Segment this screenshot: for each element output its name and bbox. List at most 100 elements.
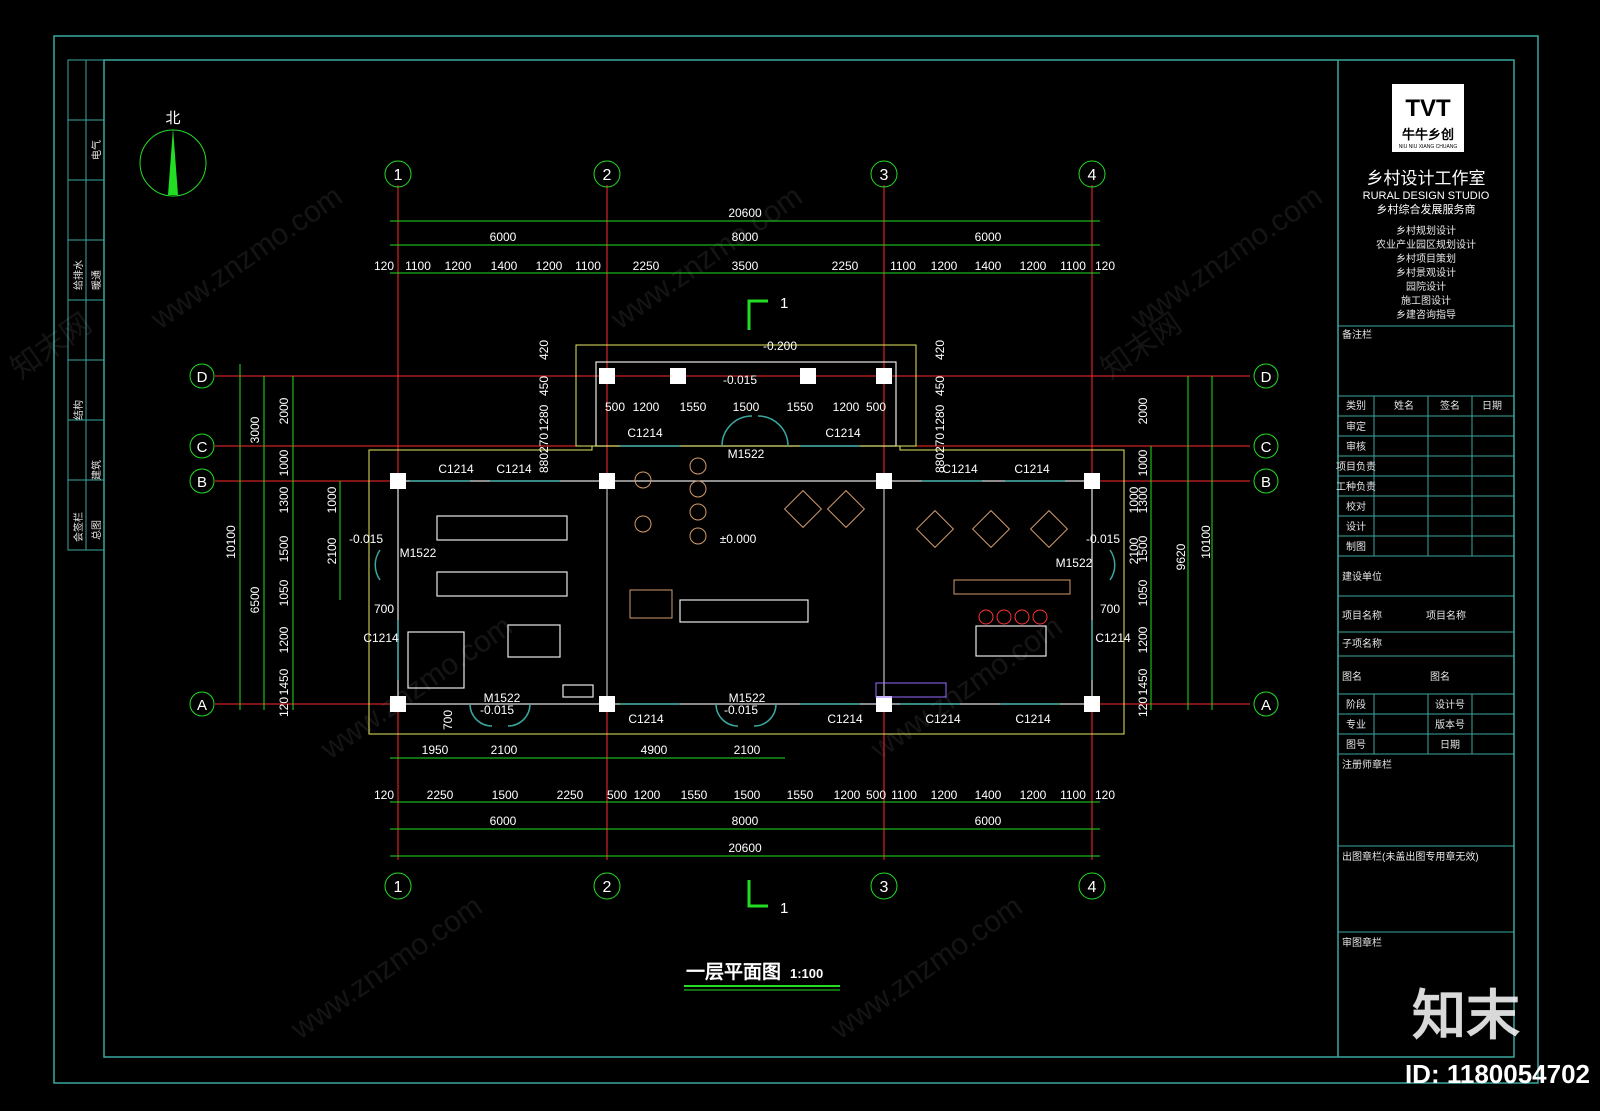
sign-header-2: 签名 bbox=[1440, 399, 1460, 412]
columns bbox=[390, 368, 1100, 712]
door-label-0: M1522 bbox=[728, 447, 765, 461]
strip-label-3: 建筑 bbox=[90, 460, 103, 480]
dim-right-in-4: 1050 bbox=[1136, 579, 1150, 606]
studio-name-en: RURAL DESIGN STUDIO bbox=[1363, 190, 1490, 202]
dim-right-door-0: 1000 bbox=[1127, 486, 1141, 513]
dim-right-in-3: 1500 bbox=[1136, 535, 1150, 562]
dim-top-d10: 1200 bbox=[931, 259, 958, 273]
dim-left-mid-0: 3000 bbox=[248, 416, 262, 443]
strip-label-5: 暖通 bbox=[90, 270, 103, 290]
axis-A-right: A bbox=[1261, 697, 1271, 714]
porch-dim-r-0: 420 bbox=[933, 340, 947, 360]
studio-tagline: 乡村综合发展服务商 bbox=[1377, 202, 1476, 216]
window-label-1: C1214 bbox=[496, 462, 532, 476]
dim-bot-open-0: 1950 bbox=[422, 743, 449, 757]
notes-label: 备注栏 bbox=[1342, 328, 1372, 341]
logo-sub: NIU NIU XIANG CHUANG bbox=[1399, 144, 1458, 150]
dim-left-in-2: 1300 bbox=[277, 486, 291, 513]
design-no-label: 设计号 bbox=[1435, 698, 1465, 711]
image-id: ID: 1180054702 bbox=[1405, 1059, 1590, 1089]
axis-C-right: C bbox=[1261, 439, 1272, 456]
door-label-1: M1522 bbox=[400, 546, 437, 560]
window-label-0: C1214 bbox=[438, 462, 474, 476]
watermark-7: 知末网 bbox=[5, 307, 98, 386]
dim-bot-d15: 1100 bbox=[1060, 788, 1086, 802]
sign-header-1: 姓名 bbox=[1394, 399, 1414, 412]
role-4: 校对 bbox=[1346, 500, 1366, 513]
axis-1-top: 1 bbox=[394, 167, 403, 184]
axis-C-left: C bbox=[197, 439, 208, 456]
strip-label-4: 给排水 bbox=[72, 260, 85, 290]
drawing-name-value: 图名 bbox=[1430, 670, 1450, 683]
dim-bot-total: 20600 bbox=[728, 841, 762, 855]
dim-bot-d0: 120 bbox=[374, 788, 394, 802]
dim-top-d7: 3500 bbox=[732, 259, 759, 273]
dim-left-mid-1: 6500 bbox=[248, 586, 262, 613]
dim-top-d12: 1200 bbox=[1020, 259, 1047, 273]
windows: C1214 C1214 C1214 C1214 C1214 C1214 C121… bbox=[363, 426, 1131, 726]
strip-label-0: 会签栏 bbox=[72, 512, 85, 542]
dim-left-in-3: 1500 bbox=[277, 535, 291, 562]
dim-top-d4: 1200 bbox=[536, 259, 563, 273]
studio-logo bbox=[1392, 84, 1464, 152]
dim-right-in-0: 2000 bbox=[1136, 397, 1150, 424]
interior-levels: ±0.000 -0.015 -0.015 -0.015 -0.015 bbox=[349, 532, 1120, 717]
dim-bot-d13: 1400 bbox=[975, 788, 1002, 802]
dim-right-door-2: 700 bbox=[1100, 602, 1120, 616]
axis-D-left: D bbox=[197, 369, 208, 386]
porch-dim-r-4: 880 bbox=[933, 453, 947, 473]
dim-bot-open-1: 2100 bbox=[491, 743, 518, 757]
building-outline bbox=[368, 445, 1125, 735]
watermark-layer: www.znzmo.com www.znzmo.com www.znzmo.co… bbox=[5, 180, 1328, 1047]
role-1: 审核 bbox=[1346, 440, 1366, 453]
dim-top-d11: 1400 bbox=[975, 259, 1002, 273]
role-2: 项目负责 bbox=[1336, 460, 1376, 473]
dim-right-mid: 9620 bbox=[1174, 543, 1188, 570]
dim-bot-open-3: 2100 bbox=[734, 743, 761, 757]
outer-border bbox=[53, 35, 1539, 1084]
role-0: 审定 bbox=[1346, 420, 1366, 433]
level-west-door: -0.015 bbox=[349, 532, 383, 546]
brand-watermark: 知末 bbox=[1412, 986, 1520, 1046]
level-hall: ±0.000 bbox=[720, 532, 757, 546]
dim-bot-d3: 2250 bbox=[557, 788, 584, 802]
level-porch-top: -0.200 bbox=[763, 339, 797, 353]
dim-top-d13: 1100 bbox=[1060, 259, 1086, 273]
porch-dim-l-4: 880 bbox=[537, 453, 551, 473]
axis-B-right: B bbox=[1261, 474, 1271, 491]
project-name-value: 项目名称 bbox=[1426, 609, 1466, 622]
porch-in-0: 500 bbox=[605, 400, 625, 414]
watermark-1: www.znzmo.com bbox=[604, 180, 808, 337]
dim-bot-d12: 1200 bbox=[931, 788, 958, 802]
dim-right-in-2: 1300 bbox=[1136, 486, 1150, 513]
dim-bot-d7: 1500 bbox=[734, 788, 761, 802]
sign-header-0: 类别 bbox=[1346, 399, 1366, 412]
dim-left-in-1: 1000 bbox=[277, 449, 291, 476]
title-block: TVT 牛牛乡创 NIU NIU XIANG CHUANG 乡村设计工作室 RU… bbox=[1336, 84, 1514, 949]
date-label: 日期 bbox=[1440, 739, 1460, 751]
dim-left-in-4: 1050 bbox=[277, 579, 291, 606]
service-1: 农业产业园区规划设计 bbox=[1376, 238, 1476, 251]
dim-right-door-1: 2100 bbox=[1127, 537, 1141, 564]
north-arrow: 北 bbox=[139, 110, 207, 197]
drawing-scale: 1:100 bbox=[790, 966, 823, 981]
service-5: 施工图设计 bbox=[1401, 294, 1451, 307]
window-label-9: C1214 bbox=[827, 712, 863, 726]
axis-grid bbox=[215, 185, 1250, 860]
dim-bot-d5: 1200 bbox=[634, 788, 661, 802]
porch-dim-l-2: 1280 bbox=[537, 404, 551, 431]
dim-top-d0: 120 bbox=[374, 259, 394, 273]
dim-left-outer: 10100 bbox=[224, 525, 238, 559]
role-6: 制图 bbox=[1346, 540, 1366, 553]
dim-bot-d9: 1200 bbox=[834, 788, 861, 802]
version-label: 版本号 bbox=[1435, 718, 1465, 731]
discipline-label: 专业 bbox=[1346, 718, 1366, 731]
watermark-4: www.znzmo.com bbox=[864, 610, 1068, 767]
stamp-2: 出图章栏(未盖出图专用章无效) bbox=[1342, 850, 1479, 863]
dim-bot-bay-2: 8000 bbox=[732, 814, 759, 828]
dim-top-bay-1: 6000 bbox=[490, 230, 517, 244]
dim-right-in-6: 1450 bbox=[1136, 668, 1150, 695]
dim-top-d5: 1100 bbox=[575, 259, 601, 273]
stamp-3: 审图章栏 bbox=[1342, 936, 1382, 949]
dim-left-in-6: 1450 bbox=[277, 668, 291, 695]
